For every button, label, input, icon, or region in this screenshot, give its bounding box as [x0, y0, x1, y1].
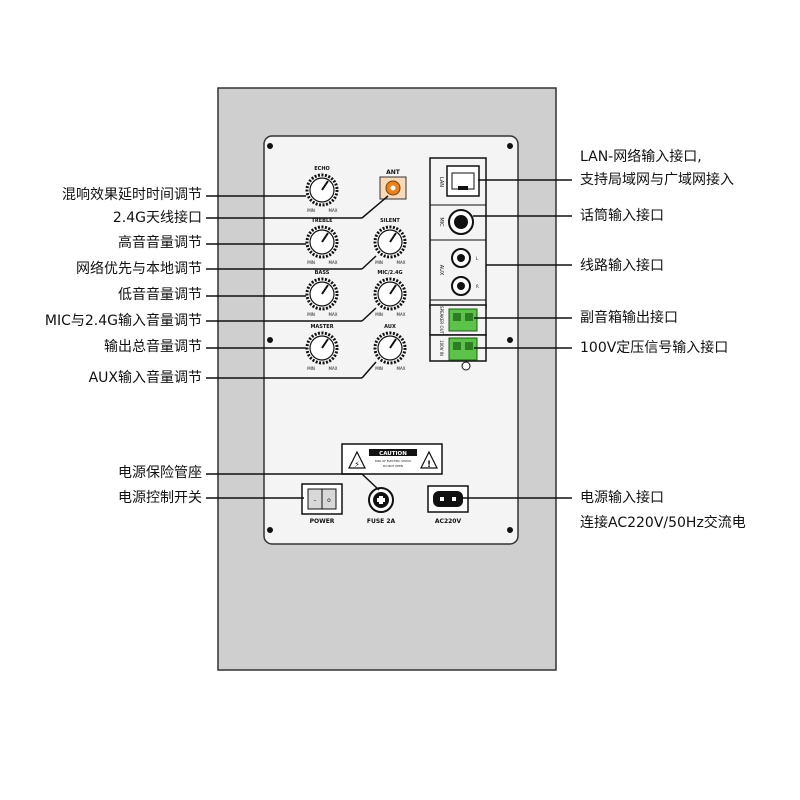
knob-label: BASS	[315, 270, 330, 276]
v100-in-label: 100V IN	[439, 340, 444, 356]
screw	[507, 527, 513, 533]
knob-max-label: MAX	[397, 366, 406, 371]
mic-port-label: MIC	[438, 217, 444, 227]
callout-master: 输出总音量调节	[104, 339, 202, 355]
knob-master: MASTER MIN MAX	[305, 324, 339, 371]
knob-min-label: MIN	[307, 312, 315, 317]
callout-line-input: 线路输入接口	[580, 258, 664, 274]
knob-bass: BASS MIN MAX	[305, 270, 339, 317]
caution-title: CAUTION	[379, 451, 407, 457]
ac-inlet-label: AC220V	[435, 518, 462, 525]
speaker-out-label: SPEAKER OUT	[439, 306, 444, 334]
screw	[507, 337, 513, 343]
callout-lan-line1: LAN-网络输入接口,	[580, 149, 702, 165]
svg-text:!: !	[427, 460, 431, 470]
knob-min-label: MIN	[307, 366, 315, 371]
warning-exclamation-icon	[420, 450, 438, 469]
callout-bass: 低音音量调节	[118, 287, 202, 303]
callout-power-input-line2: 连接AC220V/50Hz交流电	[580, 515, 746, 531]
callout-power-input-line1: 电源输入接口	[580, 490, 664, 506]
caution-line2: DO NOT OPEN	[383, 464, 403, 468]
caution-label: ⚡ ! CAUTION RISK OF ELECTRIC SHOCK DO NO…	[341, 443, 443, 475]
knob-min-label: MIN	[307, 260, 315, 265]
knob-label: TREBLE	[311, 218, 333, 224]
knob-label: AUX	[384, 324, 396, 330]
power-switch-label: POWER	[310, 518, 335, 525]
svg-text:–: –	[314, 497, 317, 504]
io-strip: LAN MIC AUX L R	[429, 157, 487, 309]
knob-max-label: MAX	[397, 260, 406, 265]
v100-in-terminal: 100V IN	[429, 334, 487, 371]
callout-antenna: 2.4G天线接口	[112, 210, 202, 226]
callout-100v-input: 100V定压信号输入接口	[580, 340, 729, 356]
callout-treble: 高音音量调节	[118, 235, 202, 251]
aux-r-label: R	[476, 284, 479, 289]
knob-min-label: MIN	[375, 260, 383, 265]
leader-lines-left	[206, 195, 389, 499]
callout-mic-input: 话筒输入接口	[580, 208, 664, 224]
caution-line1: RISK OF ELECTRIC SHOCK	[375, 459, 411, 463]
knob-min-label: MIN	[375, 312, 383, 317]
callout-aux: AUX输入音量调节	[88, 370, 202, 386]
knob-treble: TREBLE MIN MAX	[305, 218, 339, 265]
knob-max-label: MAX	[329, 260, 338, 265]
aux-port-label: AUX	[438, 265, 444, 276]
ac-inlet: AC220V	[427, 485, 469, 525]
knob-min-label: MIN	[375, 366, 383, 371]
ant-jack-core	[390, 185, 396, 191]
svg-text:o: o	[327, 497, 331, 504]
callout-mic-24g: MIC与2.4G输入音量调节	[44, 313, 202, 329]
knob-max-label: MAX	[329, 366, 338, 371]
fuse-label: FUSE 2A	[367, 518, 396, 525]
knob-max-label: MAX	[329, 208, 338, 213]
screw	[267, 337, 273, 343]
ground-screw	[461, 361, 471, 371]
aux-l-label: L	[476, 256, 479, 261]
knob-silent: SILENT MIN MAX	[373, 218, 407, 265]
callout-echo: 混响效果延时时间调节	[62, 187, 202, 203]
knob-echo: ECHO MIN MAX	[305, 166, 339, 213]
svg-text:⚡: ⚡	[354, 460, 360, 469]
speaker-out-terminal: SPEAKER OUT	[429, 304, 487, 336]
knob-max-label: MAX	[329, 312, 338, 317]
ant-jack: ANT	[379, 169, 407, 200]
callout-power-switch: 电源控制开关	[118, 490, 202, 506]
callout-lan-line2: 支持局域网与广域网接入	[580, 172, 734, 188]
knob-label: SILENT	[380, 218, 400, 224]
knob-label: ECHO	[314, 166, 330, 172]
knob-mic-2-4g: MIC/2.4G MIN MAX	[373, 270, 407, 317]
knob-label: MIC/2.4G	[377, 270, 402, 276]
knob-min-label: MIN	[307, 208, 315, 213]
screw	[507, 143, 513, 149]
callout-silent: 网络优先与本地调节	[76, 261, 202, 277]
lan-port-label: LAN	[438, 177, 444, 187]
callout-fuse: 电源保险管座	[118, 465, 202, 481]
screw	[267, 143, 273, 149]
leader-lines-right	[462, 179, 572, 499]
knob-aux: AUX MIN MAX	[373, 324, 407, 371]
warning-bolt-icon	[348, 450, 366, 469]
knob-label: MASTER	[310, 324, 333, 330]
knob-max-label: MAX	[397, 312, 406, 317]
power-switch: – o POWER	[301, 483, 343, 525]
ant-label: ANT	[386, 169, 401, 176]
screw	[267, 527, 273, 533]
fuse-holder: FUSE 2A	[367, 487, 396, 525]
callout-sub-output: 副音箱输出接口	[580, 310, 678, 326]
